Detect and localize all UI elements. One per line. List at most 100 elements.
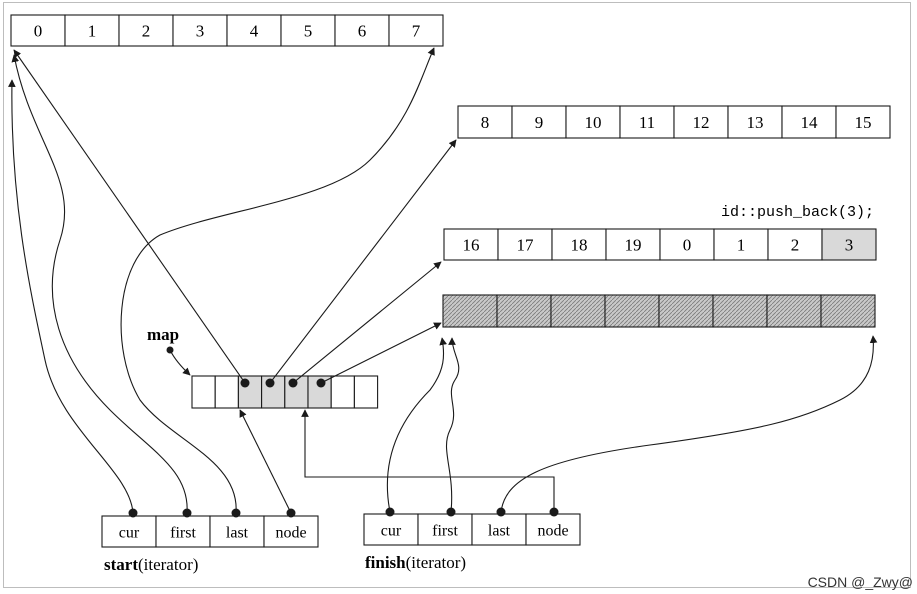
buffer-3-cell [497, 228, 553, 261]
buffer-2-cell-label: 9 [535, 113, 544, 132]
pointer-dots [128, 378, 559, 518]
finish-caption: finish(iterator) [365, 553, 466, 572]
map-dot-3 [265, 378, 275, 388]
buffer-3-cell [767, 228, 823, 261]
start-iter-field [263, 515, 319, 548]
start-cur-dot [128, 508, 138, 518]
buffer-2-cell-label: 11 [639, 113, 655, 132]
buffer-1-cell [172, 14, 228, 47]
buffer-1-cell-label: 1 [88, 22, 97, 41]
buffer-4-cell [820, 294, 876, 328]
start-node-dot [286, 508, 296, 518]
buffer-4-cell [550, 294, 606, 328]
buffer-4 [442, 294, 876, 328]
map-label: map [147, 325, 179, 344]
buffer-3-cell-label: 17 [517, 236, 535, 255]
buffer-1-cell [64, 14, 120, 47]
start-first-dot [182, 508, 192, 518]
buffer-3-cell-label: 2 [791, 236, 800, 255]
buffer-2-cell [565, 105, 621, 139]
finish-iter-field-label: node [537, 523, 568, 540]
start-first-arrow [11, 54, 188, 514]
start-title: start [104, 555, 138, 574]
map-array [191, 375, 379, 409]
buffer-2-cell [619, 105, 675, 139]
finish-iter-field-label: cur [381, 523, 402, 540]
finish-last-arrow [500, 335, 878, 513]
buffer-3-cell-label: 0 [683, 236, 692, 255]
buffer-2-cell-label: 14 [801, 113, 819, 132]
map-dot-4 [288, 378, 298, 388]
finish-cur-arrow [386, 337, 447, 513]
finish-iter-field-label: first [432, 523, 458, 540]
map-node [330, 375, 355, 409]
map-dot-2 [240, 378, 250, 388]
buffer-1-cell [334, 14, 390, 47]
start-iter-field-label: node [275, 525, 306, 542]
finish-suffix: (iterator) [406, 553, 466, 572]
buffer-2-cell [835, 105, 891, 139]
buffer-2-cell-label: 15 [855, 113, 872, 132]
buffer-3-cell [713, 228, 769, 261]
start-caption: start(iterator) [104, 555, 198, 574]
start-cur-arrow [8, 79, 134, 514]
buffer-2: 8 9 10 11 12 13 14 15 [457, 105, 891, 139]
buffer-1-cell [10, 14, 66, 47]
map-arrow [169, 349, 191, 376]
buffer-3-cell [659, 228, 715, 261]
start-iter-field-label: cur [119, 525, 140, 542]
buffer-1-cell [226, 14, 282, 47]
buffer-4-cell [442, 294, 498, 328]
buffer-1-cell-label: 6 [358, 22, 367, 41]
map-ptr-buffer-1 [13, 49, 246, 384]
map-node [214, 375, 239, 409]
watermark: CSDN @_Zwy@ [807, 574, 913, 590]
start-suffix: (iterator) [138, 555, 198, 574]
start-iterator: cur first last node [101, 515, 319, 548]
buffer-1-cell-label: 2 [142, 22, 151, 41]
buffer-1-cell-label: 0 [34, 22, 43, 41]
buffer-3-cell-label: 1 [737, 236, 746, 255]
finish-last-dot [496, 507, 506, 517]
finish-iter-field [417, 513, 473, 546]
finish-title: finish [365, 553, 406, 572]
buffer-2-cell-label: 10 [585, 113, 602, 132]
buffer-2-cell-label: 8 [481, 113, 490, 132]
map-ptr-buffer-4 [320, 322, 442, 384]
pointer-arrows [8, 47, 878, 514]
finish-iter-field [363, 513, 419, 546]
buffer-3-cell-label: 19 [625, 236, 642, 255]
buffer-1-cell [280, 14, 336, 47]
finish-node-dot [549, 507, 559, 517]
finish-iter-field-label: last [488, 523, 511, 540]
buffer-3-cell [443, 228, 499, 261]
buffer-3-cell [605, 228, 661, 261]
start-iter-field-label: last [226, 525, 249, 542]
buffer-3-cell-label: 18 [571, 236, 588, 255]
buffer-1-cell [388, 14, 444, 47]
buffer-2-cell [457, 105, 513, 139]
buffer-4-cell [496, 294, 552, 328]
buffer-1-cell-label: 5 [304, 22, 313, 41]
map-ptr-buffer-2 [269, 139, 457, 384]
start-last-arrow [120, 47, 435, 514]
buffer-2-cell-label: 13 [747, 113, 764, 132]
buffer-2-cell-label: 12 [693, 113, 710, 132]
map-ptr-buffer-3 [292, 261, 442, 384]
buffer-2-cell [673, 105, 729, 139]
start-node-arrow [239, 409, 292, 514]
buffer-3-cell [821, 228, 877, 261]
map-node [353, 375, 379, 409]
start-iter-field-label: first [170, 525, 196, 542]
buffer-1-cell-label: 3 [196, 22, 205, 41]
map-node [191, 375, 216, 409]
buffer-3-cell-label: 16 [463, 236, 480, 255]
buffer-1-cell-label: 7 [412, 22, 421, 41]
buffer-2-cell [781, 105, 837, 139]
image-border [3, 2, 911, 588]
map-dot-5 [316, 378, 326, 388]
